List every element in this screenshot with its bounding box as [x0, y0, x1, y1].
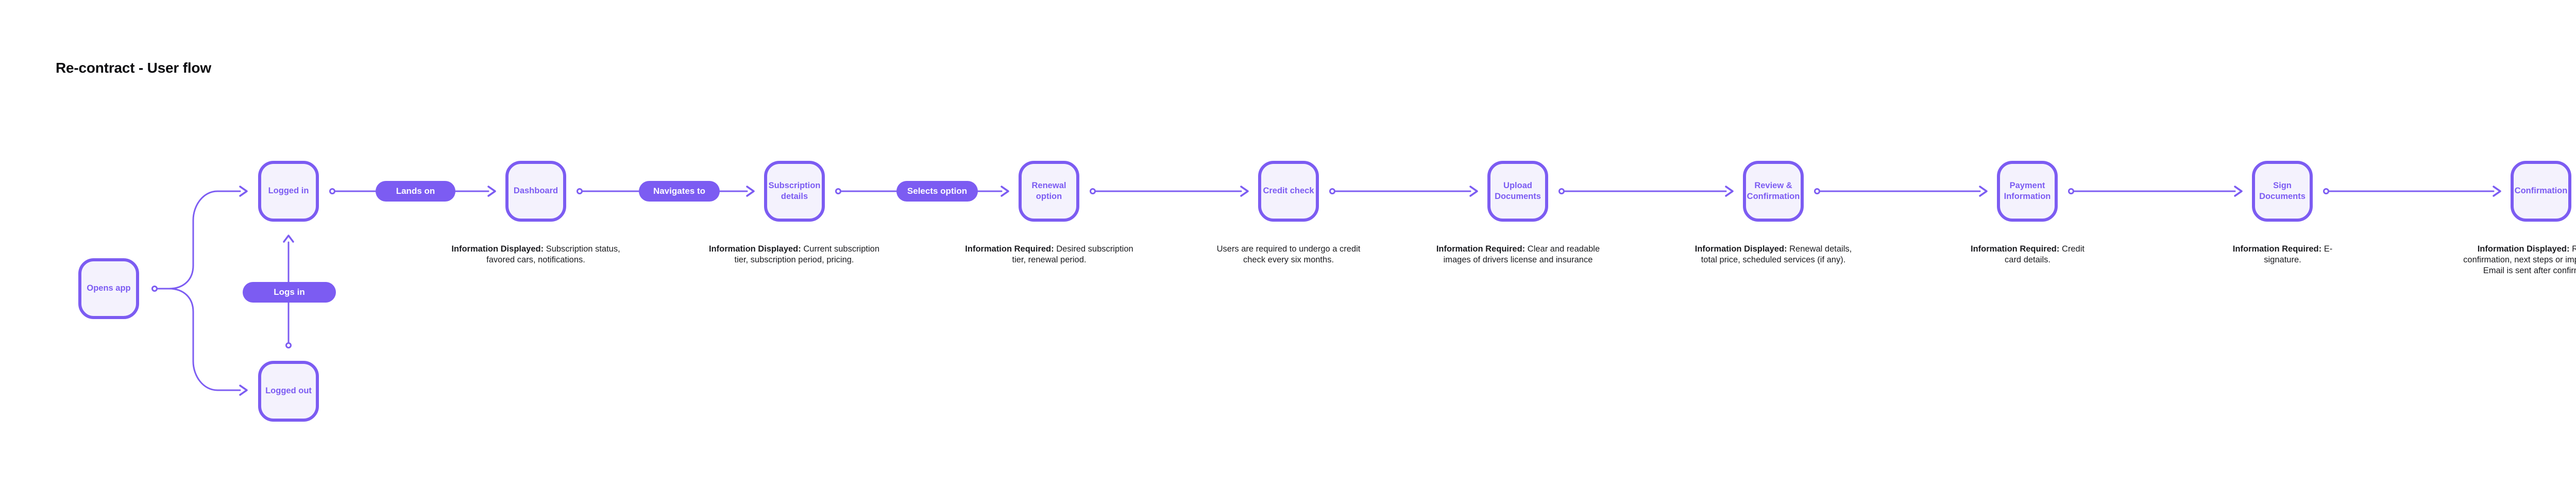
page-title: Re-contract - User flow — [56, 60, 211, 76]
desc-text: Current subscription tier, subscription … — [734, 244, 880, 264]
desc-credit-check: Users are required to undergo a credit c… — [1209, 244, 1368, 265]
desc-dashboard: Information Displayed: Subscription stat… — [446, 244, 626, 265]
node-renewal-option[interactable]: Renewal option — [1019, 161, 1079, 222]
desc-prefix: Information Displayed: — [708, 244, 801, 254]
desc-prefix: Information Required: — [965, 244, 1054, 254]
desc-confirmation: Information Displayed: Renewal confirmat… — [2455, 244, 2576, 276]
node-subscription-details[interactable]: Subscription details — [764, 161, 825, 222]
edge-label-text: Selects option — [907, 186, 968, 196]
desc-text: Desired subscription tier, renewal perio… — [1012, 244, 1133, 264]
node-label: Review & Confirmation — [1747, 180, 1800, 201]
node-review-confirmation[interactable]: Review & Confirmation — [1743, 161, 1804, 222]
node-label: Renewal option — [1031, 180, 1066, 201]
edge-label-lands-on[interactable]: Lands on — [376, 181, 455, 202]
edge-label-navigates-to[interactable]: Navigates to — [639, 181, 720, 202]
node-label: Logged out — [265, 386, 312, 396]
edge-dashboard-subscription — [577, 186, 755, 197]
node-label: Opens app — [87, 284, 131, 293]
edge-credit-upload — [1329, 186, 1478, 197]
desc-payment-information: Information Required: Credit card detail… — [1964, 244, 2091, 265]
node-payment-information[interactable]: Payment Information — [1997, 161, 2058, 222]
desc-prefix: Information Displayed: — [1694, 244, 1787, 254]
node-label: Subscription details — [768, 180, 821, 201]
node-label: Upload Documents — [1495, 180, 1541, 201]
desc-sign-documents: Information Required: E-signature. — [2227, 244, 2338, 265]
edge-review-payment — [1814, 186, 1988, 197]
edge-upload-review — [1558, 186, 1734, 197]
desc-text: Credit card details. — [2005, 244, 2084, 264]
node-opens-app[interactable]: Opens app — [78, 258, 139, 319]
edge-sign-confirmation — [2323, 186, 2501, 197]
desc-review-confirmation: Information Displayed: Renewal details, … — [1688, 244, 1858, 265]
desc-prefix: Information Required: — [1971, 244, 2060, 254]
desc-prefix: Information Required: — [1436, 244, 1526, 254]
desc-text: Clear and readable images of drivers lic… — [1443, 244, 1600, 264]
node-credit-check[interactable]: Credit check — [1258, 161, 1319, 222]
node-logged-in[interactable]: Logged in — [258, 161, 319, 222]
edge-label-text: Logs in — [274, 287, 305, 297]
edge-label-text: Navigates to — [653, 186, 706, 196]
desc-text: Subscription status, favored cars, notif… — [486, 244, 620, 264]
edge-subscription-renewal — [835, 186, 1009, 197]
desc-text: Users are required to undergo a credit c… — [1216, 244, 1361, 264]
desc-text: E-signature. — [2264, 244, 2333, 264]
node-label: Payment Information — [2004, 180, 2051, 201]
node-sign-documents[interactable]: Sign Documents — [2252, 161, 2313, 222]
node-label: Logged in — [268, 186, 309, 196]
node-label: Dashboard — [513, 186, 558, 196]
desc-upload-documents: Information Required: Clear and readable… — [1434, 244, 1602, 265]
desc-text: Renewal details, total price, scheduled … — [1701, 244, 1852, 264]
edge-logged-in-dashboard — [329, 186, 496, 197]
edge-label-logs-in[interactable]: Logs in — [243, 282, 336, 303]
edge-label-text: Lands on — [396, 186, 435, 196]
edge-renewal-credit — [1090, 186, 1249, 197]
node-label: Sign Documents — [2259, 180, 2306, 201]
desc-prefix: Information Displayed: — [451, 244, 544, 254]
desc-text: Renewal confirmation, next steps or impo… — [2463, 244, 2576, 275]
node-confirmation[interactable]: Confirmation — [2511, 161, 2571, 222]
desc-prefix: Information Required: — [2232, 244, 2322, 254]
node-upload-documents[interactable]: Upload Documents — [1487, 161, 1548, 222]
desc-prefix: Information Displayed: — [2477, 244, 2570, 254]
desc-renewal-option: Information Required: Desired subscripti… — [960, 244, 1138, 265]
desc-subscription-details: Information Displayed: Current subscript… — [703, 244, 886, 265]
edge-label-selects-option[interactable]: Selects option — [896, 181, 978, 202]
node-logged-out[interactable]: Logged out — [258, 361, 319, 422]
node-label: Credit check — [1263, 186, 1314, 196]
node-dashboard[interactable]: Dashboard — [505, 161, 566, 222]
node-label: Confirmation — [2514, 186, 2568, 196]
edge-payment-sign — [2068, 186, 2243, 197]
edge-opens-app-branch — [151, 186, 248, 396]
